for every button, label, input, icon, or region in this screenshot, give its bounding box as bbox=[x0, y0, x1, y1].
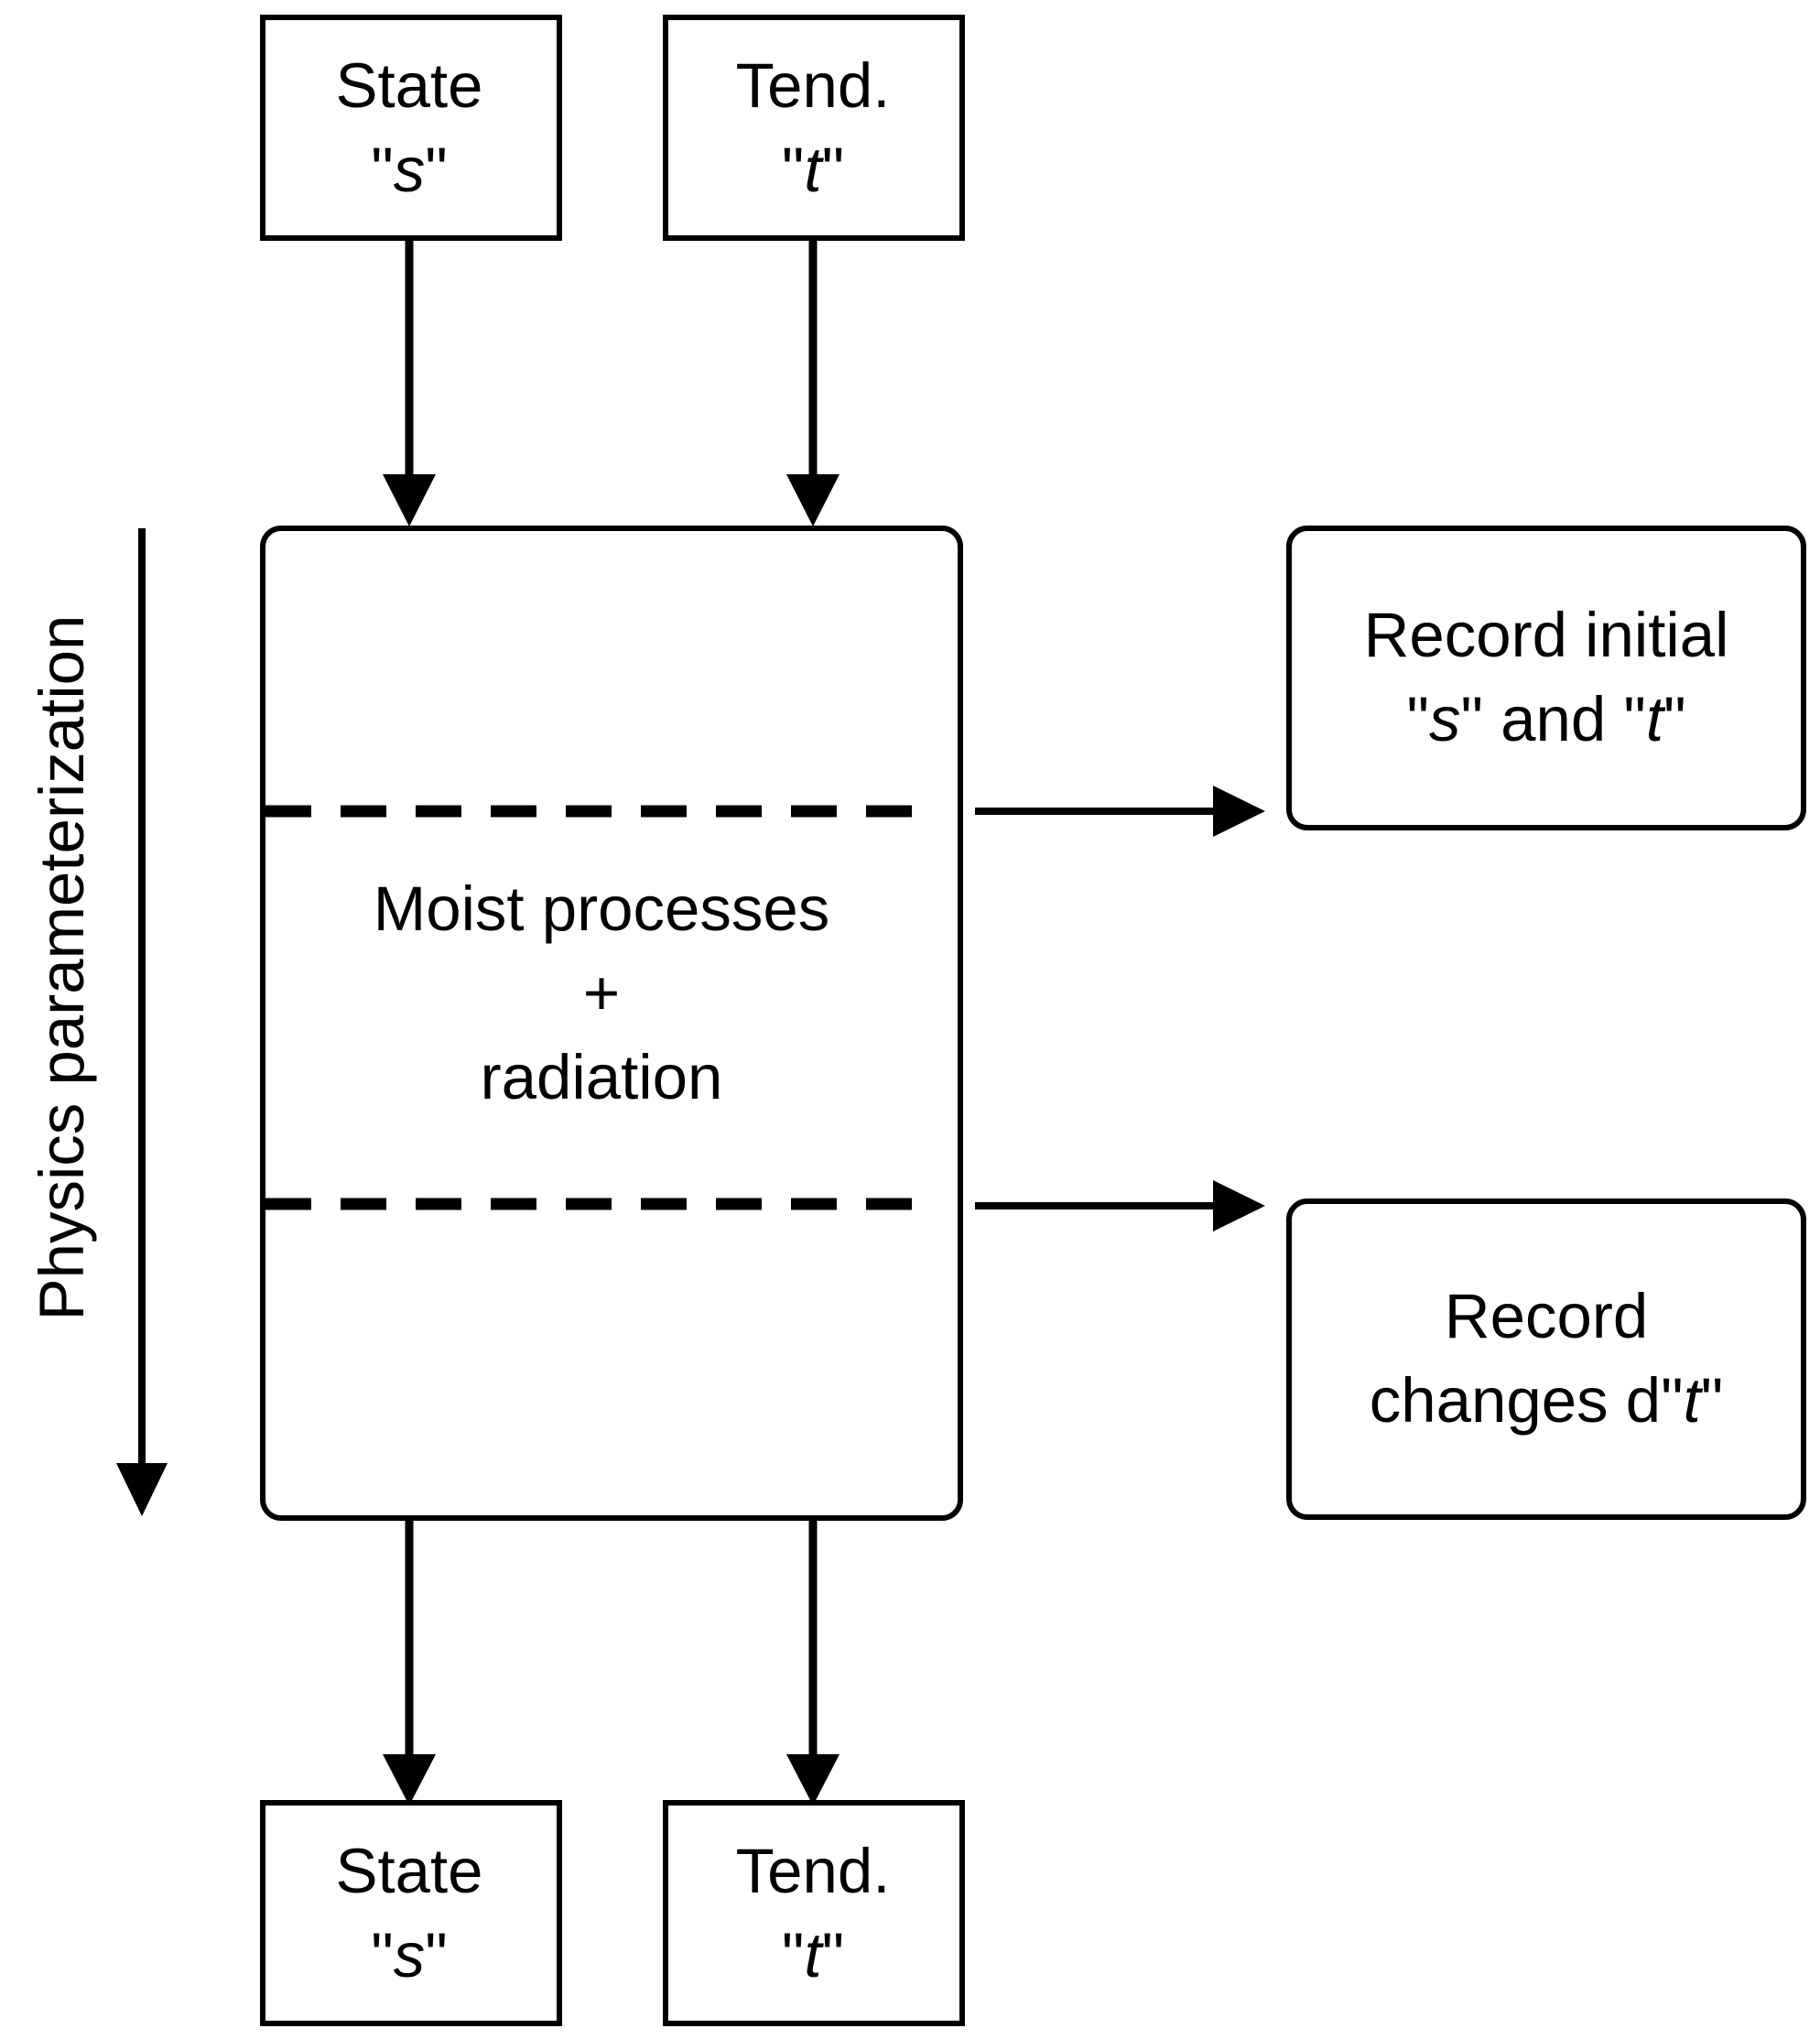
input-state-var-line: "s" bbox=[371, 135, 448, 205]
record-initial-box bbox=[1286, 526, 1806, 830]
output-state-box bbox=[260, 1800, 562, 2026]
output-state-var-line: "s" bbox=[371, 1920, 448, 1990]
record-initial-label: Record initial "s" and "t" bbox=[1364, 593, 1729, 762]
output-tend-box bbox=[663, 1800, 965, 2026]
input-state-label: State "s" bbox=[335, 44, 482, 212]
arrow-state-in bbox=[383, 240, 436, 526]
output-state-var: s bbox=[393, 1920, 426, 1990]
output-state-title: State bbox=[335, 1836, 483, 1906]
input-tend-label: Tend. "t" bbox=[736, 44, 891, 212]
record-initial-line2: "s" and "t" bbox=[1406, 684, 1686, 754]
output-tend-var-line: "t" bbox=[781, 1920, 845, 1990]
physics-parameterization-label: Physics parameterization bbox=[27, 614, 97, 1321]
output-state-label: State "s" bbox=[335, 1829, 482, 1998]
record-changes-box bbox=[1286, 1198, 1806, 1520]
input-tend-title: Tend. bbox=[735, 50, 891, 121]
arrow-tend-in bbox=[786, 240, 840, 526]
main-process-label: Moist processes + radiation bbox=[374, 867, 830, 1120]
output-tend-var: t bbox=[804, 1920, 822, 1990]
record-changes-line1: Record bbox=[1444, 1281, 1649, 1351]
input-tend-box bbox=[663, 15, 965, 241]
output-tend-label: Tend. "t" bbox=[736, 1829, 891, 1998]
arrow-tend-out bbox=[786, 1520, 840, 1806]
arrow-to-record-initial bbox=[975, 786, 1265, 837]
arrow-state-out bbox=[383, 1520, 436, 1806]
input-tend-var: t bbox=[804, 135, 822, 205]
main-process-box bbox=[260, 526, 963, 1521]
input-state-title: State bbox=[335, 50, 483, 121]
input-state-var: s bbox=[393, 135, 426, 205]
record-changes-line2: changes d"t" bbox=[1369, 1365, 1724, 1436]
main-process-line1: Moist processes bbox=[373, 873, 830, 944]
record-initial-line1: Record initial bbox=[1363, 600, 1729, 670]
main-process-line2: + bbox=[582, 958, 621, 1028]
arrow-to-record-changes bbox=[975, 1180, 1265, 1231]
record-changes-label: Record changes d"t" bbox=[1370, 1274, 1724, 1443]
input-tend-var-line: "t" bbox=[781, 135, 845, 205]
main-process-line3: radiation bbox=[480, 1042, 723, 1112]
input-state-box bbox=[260, 15, 562, 241]
physics-direction-arrow bbox=[116, 528, 168, 1516]
output-tend-title: Tend. bbox=[735, 1836, 891, 1906]
